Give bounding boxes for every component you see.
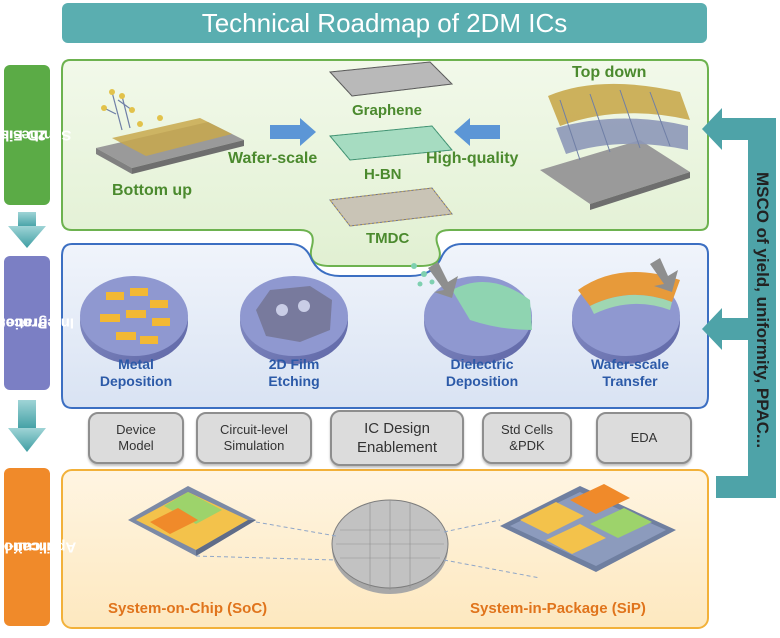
process-panel — [61, 243, 709, 409]
etch-wafer — [240, 276, 348, 364]
graphene-label: Graphene — [352, 102, 423, 119]
sip-package — [500, 484, 676, 572]
transfer-wafer — [572, 258, 680, 364]
bottom-up-label: Bottom up — [112, 182, 192, 199]
soc-label: System-on-Chip (SoC) — [108, 600, 268, 617]
metal-wafer — [80, 276, 188, 364]
eda-piece: EDA — [596, 412, 692, 464]
tmdc-sheet — [329, 187, 453, 227]
synthesis-panel — [61, 59, 709, 267]
side-label-process: ProcessIntegration — [0, 256, 74, 390]
side-label-circuit: Circuit-levelApplication — [0, 468, 76, 626]
connector-lines — [195, 519, 541, 579]
feedback-bar — [702, 108, 776, 498]
page-title: Technical Roadmap of 2DM ICs — [62, 3, 707, 43]
feedback-label: MSCO of yield, uniformity, PPAC... — [753, 171, 773, 449]
hbn-label: H-BN — [364, 166, 402, 183]
soc-chip — [128, 486, 256, 556]
high-quality-label: High-quality — [426, 150, 519, 167]
bottom-up-illustration — [96, 89, 244, 174]
graphene-sheet — [328, 61, 454, 97]
left-arrow — [454, 118, 500, 146]
dielectric-wafer — [411, 262, 532, 364]
hbn-sheet — [329, 125, 453, 161]
down-arrow-1 — [8, 212, 46, 248]
wafer-scale-label: Wafer-scale — [228, 150, 318, 167]
tmdc-label: TMDC — [366, 230, 410, 247]
std-cells-piece: Std Cells&PDK — [482, 412, 572, 464]
sip-label: System-in-Package (SiP) — [470, 600, 646, 617]
wafer-center — [331, 499, 449, 594]
top-down-label: Top down — [572, 64, 647, 81]
right-arrow — [270, 118, 316, 146]
down-arrow-2 — [8, 400, 46, 452]
top-down-illustration — [540, 83, 690, 210]
side-label-synthesis: 2D FilmSynthesis — [0, 65, 71, 205]
